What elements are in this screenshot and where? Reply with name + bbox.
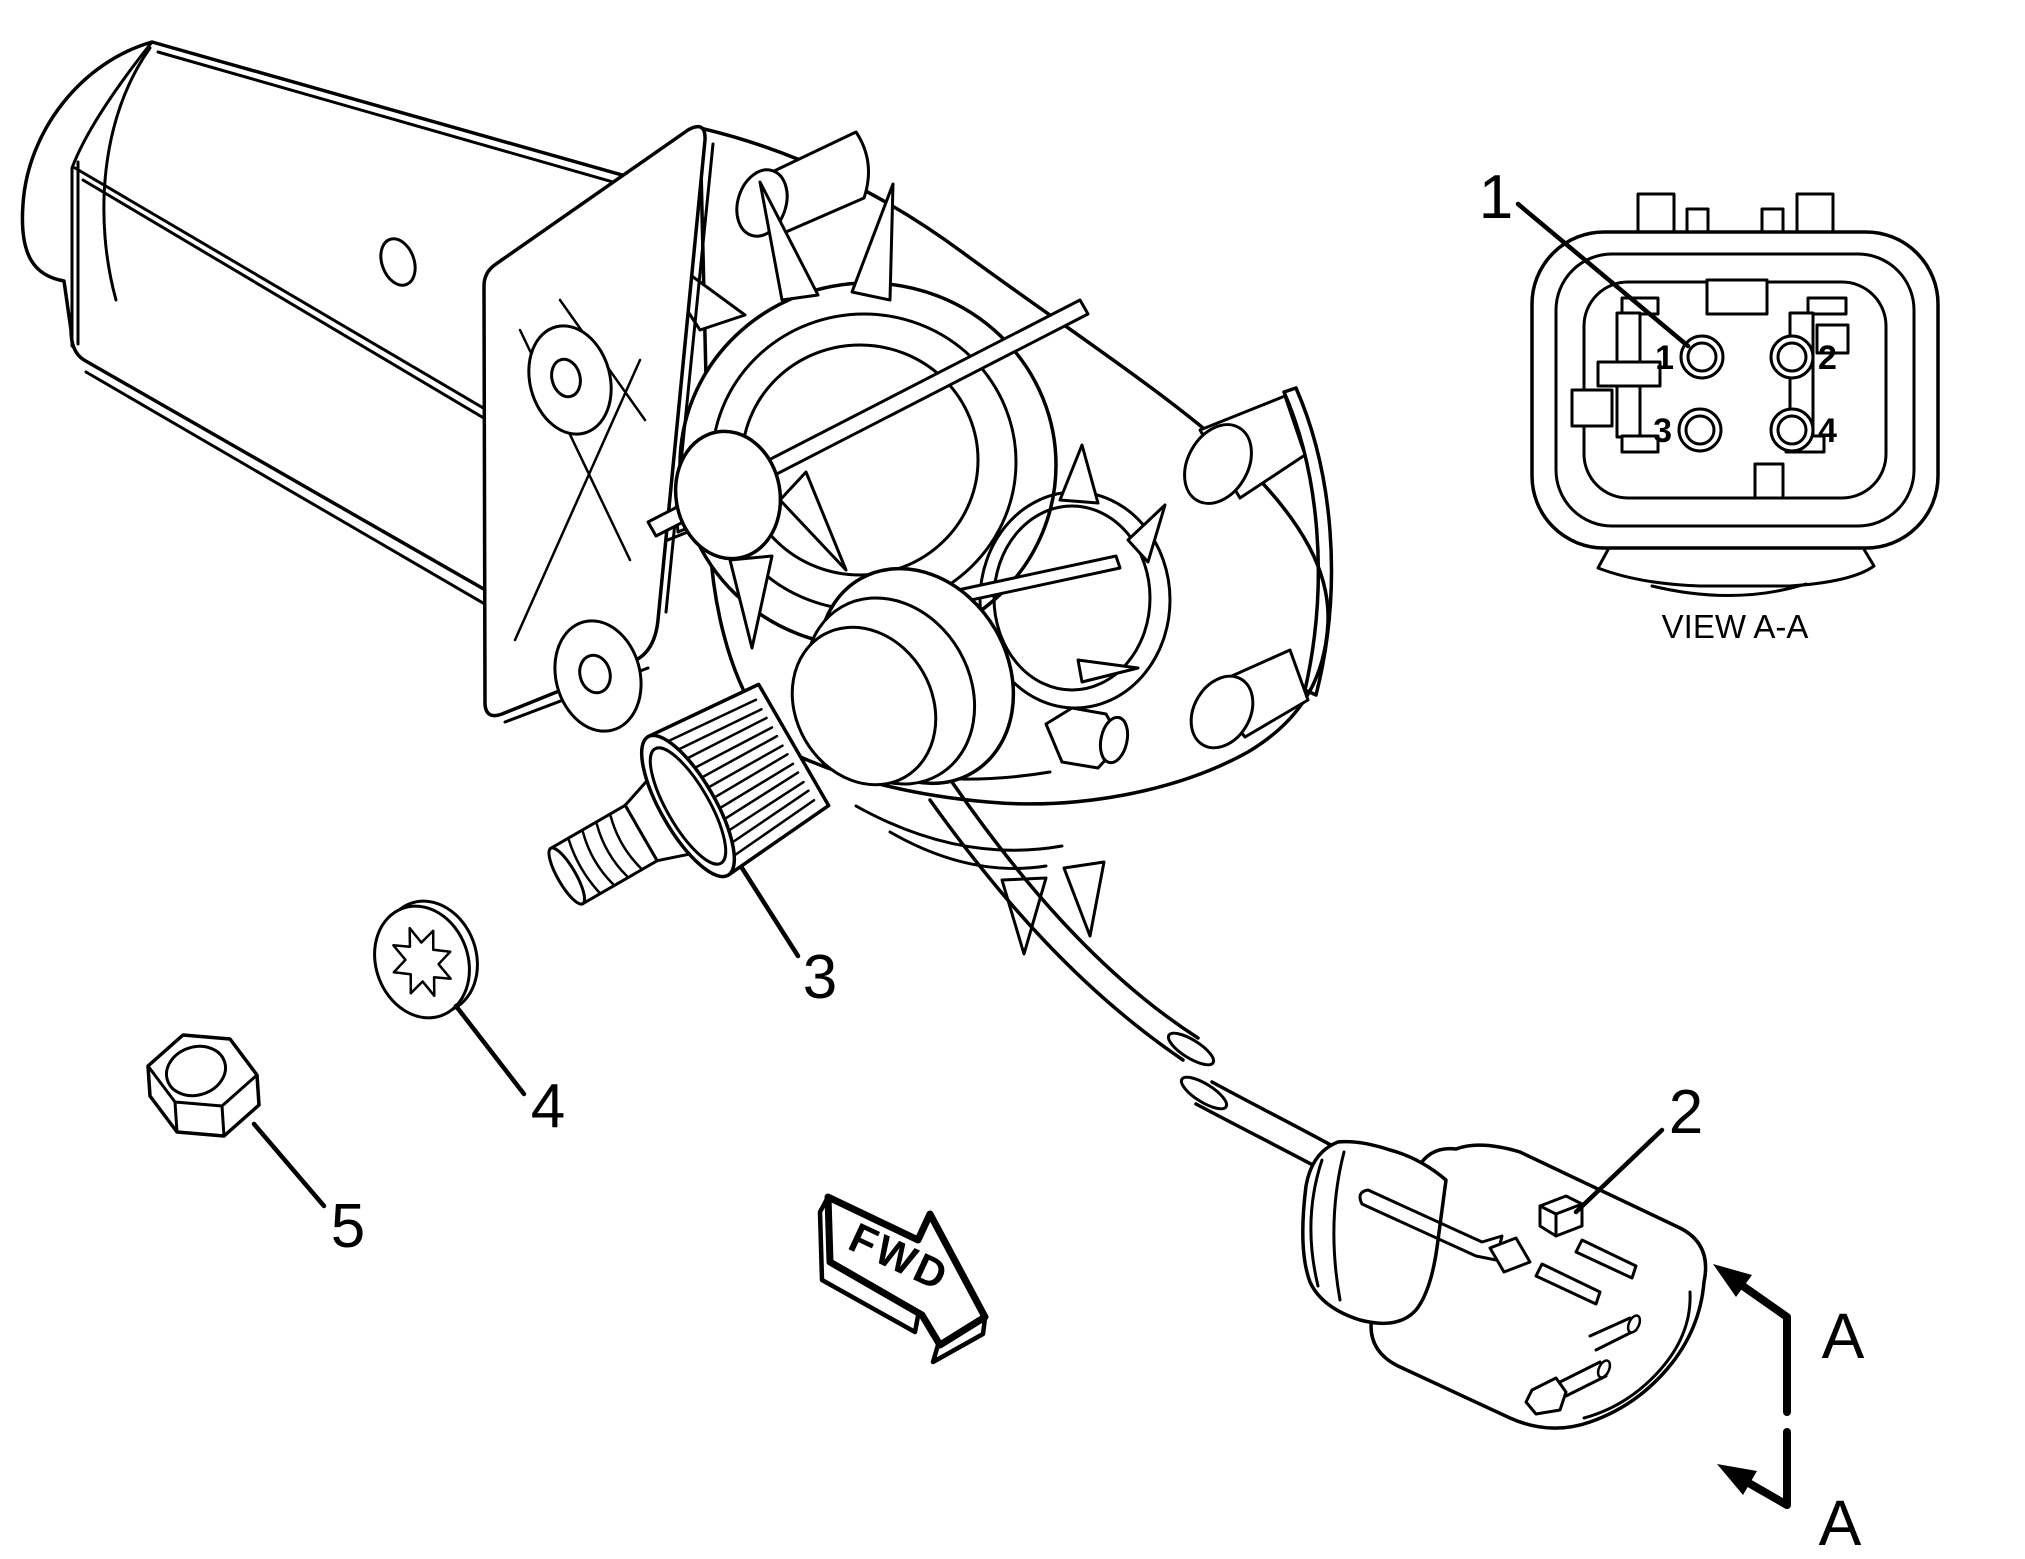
pin-1-label: 1: [1655, 339, 1674, 377]
leader-3: [739, 865, 801, 959]
callout-4: 4: [531, 1072, 565, 1141]
viewaa-pin-1: [1679, 334, 1725, 380]
connector-slot-2: [1534, 1262, 1602, 1306]
motor-pivot-pin: [379, 237, 417, 287]
fwd-arrow: FWD: [817, 1193, 989, 1365]
splined-output-shaft: [547, 682, 831, 906]
section-label-top: A: [1822, 1300, 1865, 1372]
viewaa-pin-2: [1769, 334, 1815, 380]
viewaa-bottom-lip: [1596, 544, 1876, 588]
connector-slot-1: [1488, 1236, 1532, 1274]
fan-blade-6: [778, 470, 848, 572]
section-arrow-top: A: [1713, 1264, 1865, 1416]
pin-2-label: 2: [1818, 339, 1837, 377]
fan-blade-bottom-2: [1062, 860, 1106, 938]
callout-1: 1: [1479, 163, 1513, 232]
fan-blade-9: [1076, 658, 1140, 684]
fan-blade-3: [850, 182, 895, 302]
viewaa-bottom-key: [1753, 462, 1785, 500]
callout-5: 5: [331, 1192, 365, 1261]
spline-teeth: [667, 698, 816, 857]
callout-leaders: [251, 201, 1691, 1215]
washer-star-teeth: [392, 926, 452, 998]
lock-washer: [373, 899, 479, 1020]
section-arrow-bottom: A: [1717, 1428, 1862, 1559]
fan-blade-5: [728, 554, 774, 650]
cable-break-start: [1179, 1075, 1229, 1111]
hex-bolt: [1044, 706, 1130, 770]
bearing-collar: [790, 566, 1016, 787]
fan-blade-7: [1058, 443, 1100, 505]
view-aa-caption: VIEW A-A: [1662, 608, 1809, 645]
viewaa-left-keyway: [1570, 296, 1662, 454]
leader-5: [251, 1121, 327, 1209]
connector-key-tab: [1538, 1194, 1584, 1238]
fan-blade-8: [1126, 503, 1167, 564]
cable-break-end: [1166, 1031, 1216, 1067]
mounting-bracket: [482, 124, 715, 733]
pin-3-label: 3: [1653, 412, 1672, 450]
hex-nut: [146, 1033, 261, 1138]
housing-strap: [1282, 386, 1334, 697]
housing-peg-top: [770, 130, 870, 237]
viewaa-top-key: [1705, 278, 1769, 316]
leader-2: [1573, 1127, 1665, 1215]
leader-1: [1515, 201, 1691, 349]
connector-body: [1369, 1143, 1708, 1430]
pin-4-label: 4: [1818, 412, 1837, 450]
shaft-bushing-plate: [673, 429, 783, 561]
viewaa-pin-3: [1677, 407, 1723, 453]
fwd-arrow-face: [824, 1193, 989, 1349]
wiring-harness: [928, 780, 1342, 1174]
leader-4: [453, 1003, 527, 1097]
connector-pin-block: [1524, 1376, 1568, 1416]
section-label-bottom: A: [1819, 1487, 1862, 1559]
connector-pin-b: [1558, 1360, 1608, 1398]
connector-boot: [1301, 1139, 1448, 1326]
connector-pin-a: [1588, 1316, 1638, 1352]
connector-latch: [1358, 1188, 1504, 1262]
bracket-hole-upper: [550, 357, 582, 399]
callout-2: 2: [1669, 1078, 1703, 1147]
view-aa-detail: 1 2 3 4 VIEW A-A: [1530, 192, 1940, 645]
fan-blade-2: [758, 180, 820, 302]
bracket-hole-lower: [578, 653, 612, 695]
shaft-thread-marks: [567, 814, 642, 895]
viewaa-pin-4: [1769, 407, 1815, 453]
callout-3: 3: [803, 943, 837, 1012]
connector-slot-3: [1574, 1238, 1638, 1280]
connector-plug: [1301, 1139, 1708, 1430]
nut-bore: [165, 1044, 227, 1098]
